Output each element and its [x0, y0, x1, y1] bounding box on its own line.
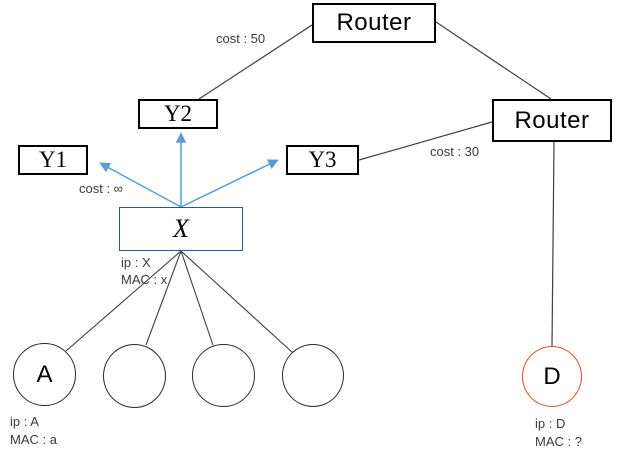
node-router-right: Router	[492, 99, 612, 142]
node-y3: Y3	[286, 145, 359, 175]
edge-y3-routerright	[358, 121, 493, 161]
edge-routertop-routerright	[435, 21, 552, 100]
x-address-block: ip : X MAC : x	[121, 254, 167, 288]
node-y1: Y1	[18, 145, 88, 175]
edge-x-hosta	[65, 250, 182, 352]
host-circle-e	[282, 344, 344, 407]
host-d-label: D	[543, 362, 561, 390]
edge-routerright-hostd	[551, 141, 555, 347]
host-d-address-block: ip : D MAC : ?	[535, 415, 582, 451]
host-d-ip-label: ip : D	[535, 416, 566, 431]
x-mac-label: MAC : x	[121, 272, 168, 287]
host-circle-d: D	[522, 346, 582, 407]
host-circle-b	[103, 344, 166, 408]
host-circle-a: A	[13, 343, 76, 406]
host-a-label: A	[36, 360, 53, 388]
edge-routertop-y2	[198, 24, 313, 100]
edge-x-hostc	[180, 250, 214, 346]
host-a-mac-label: MAC : a	[10, 432, 57, 447]
edge-x-hoste	[180, 250, 294, 354]
host-a-ip-label: ip : A	[10, 414, 39, 429]
x-ip-label: ip : X	[121, 255, 151, 270]
host-d-mac-label: MAC : ?	[535, 434, 582, 449]
cost-label-y1: cost : ∞	[79, 181, 123, 196]
edge-x-hostb	[145, 250, 182, 346]
cost-label-y3: cost : 30	[430, 144, 480, 159]
node-y2: Y2	[138, 99, 218, 129]
arrow-x-y3	[180, 159, 279, 208]
node-x-switch: X	[119, 207, 243, 251]
node-router-top: Router	[312, 3, 436, 43]
host-circle-c	[192, 344, 255, 407]
arrow-x-y1	[99, 162, 182, 208]
host-a-address-block: ip : A MAC : a	[10, 413, 57, 449]
cost-label-router-top: cost : 50	[216, 31, 266, 46]
